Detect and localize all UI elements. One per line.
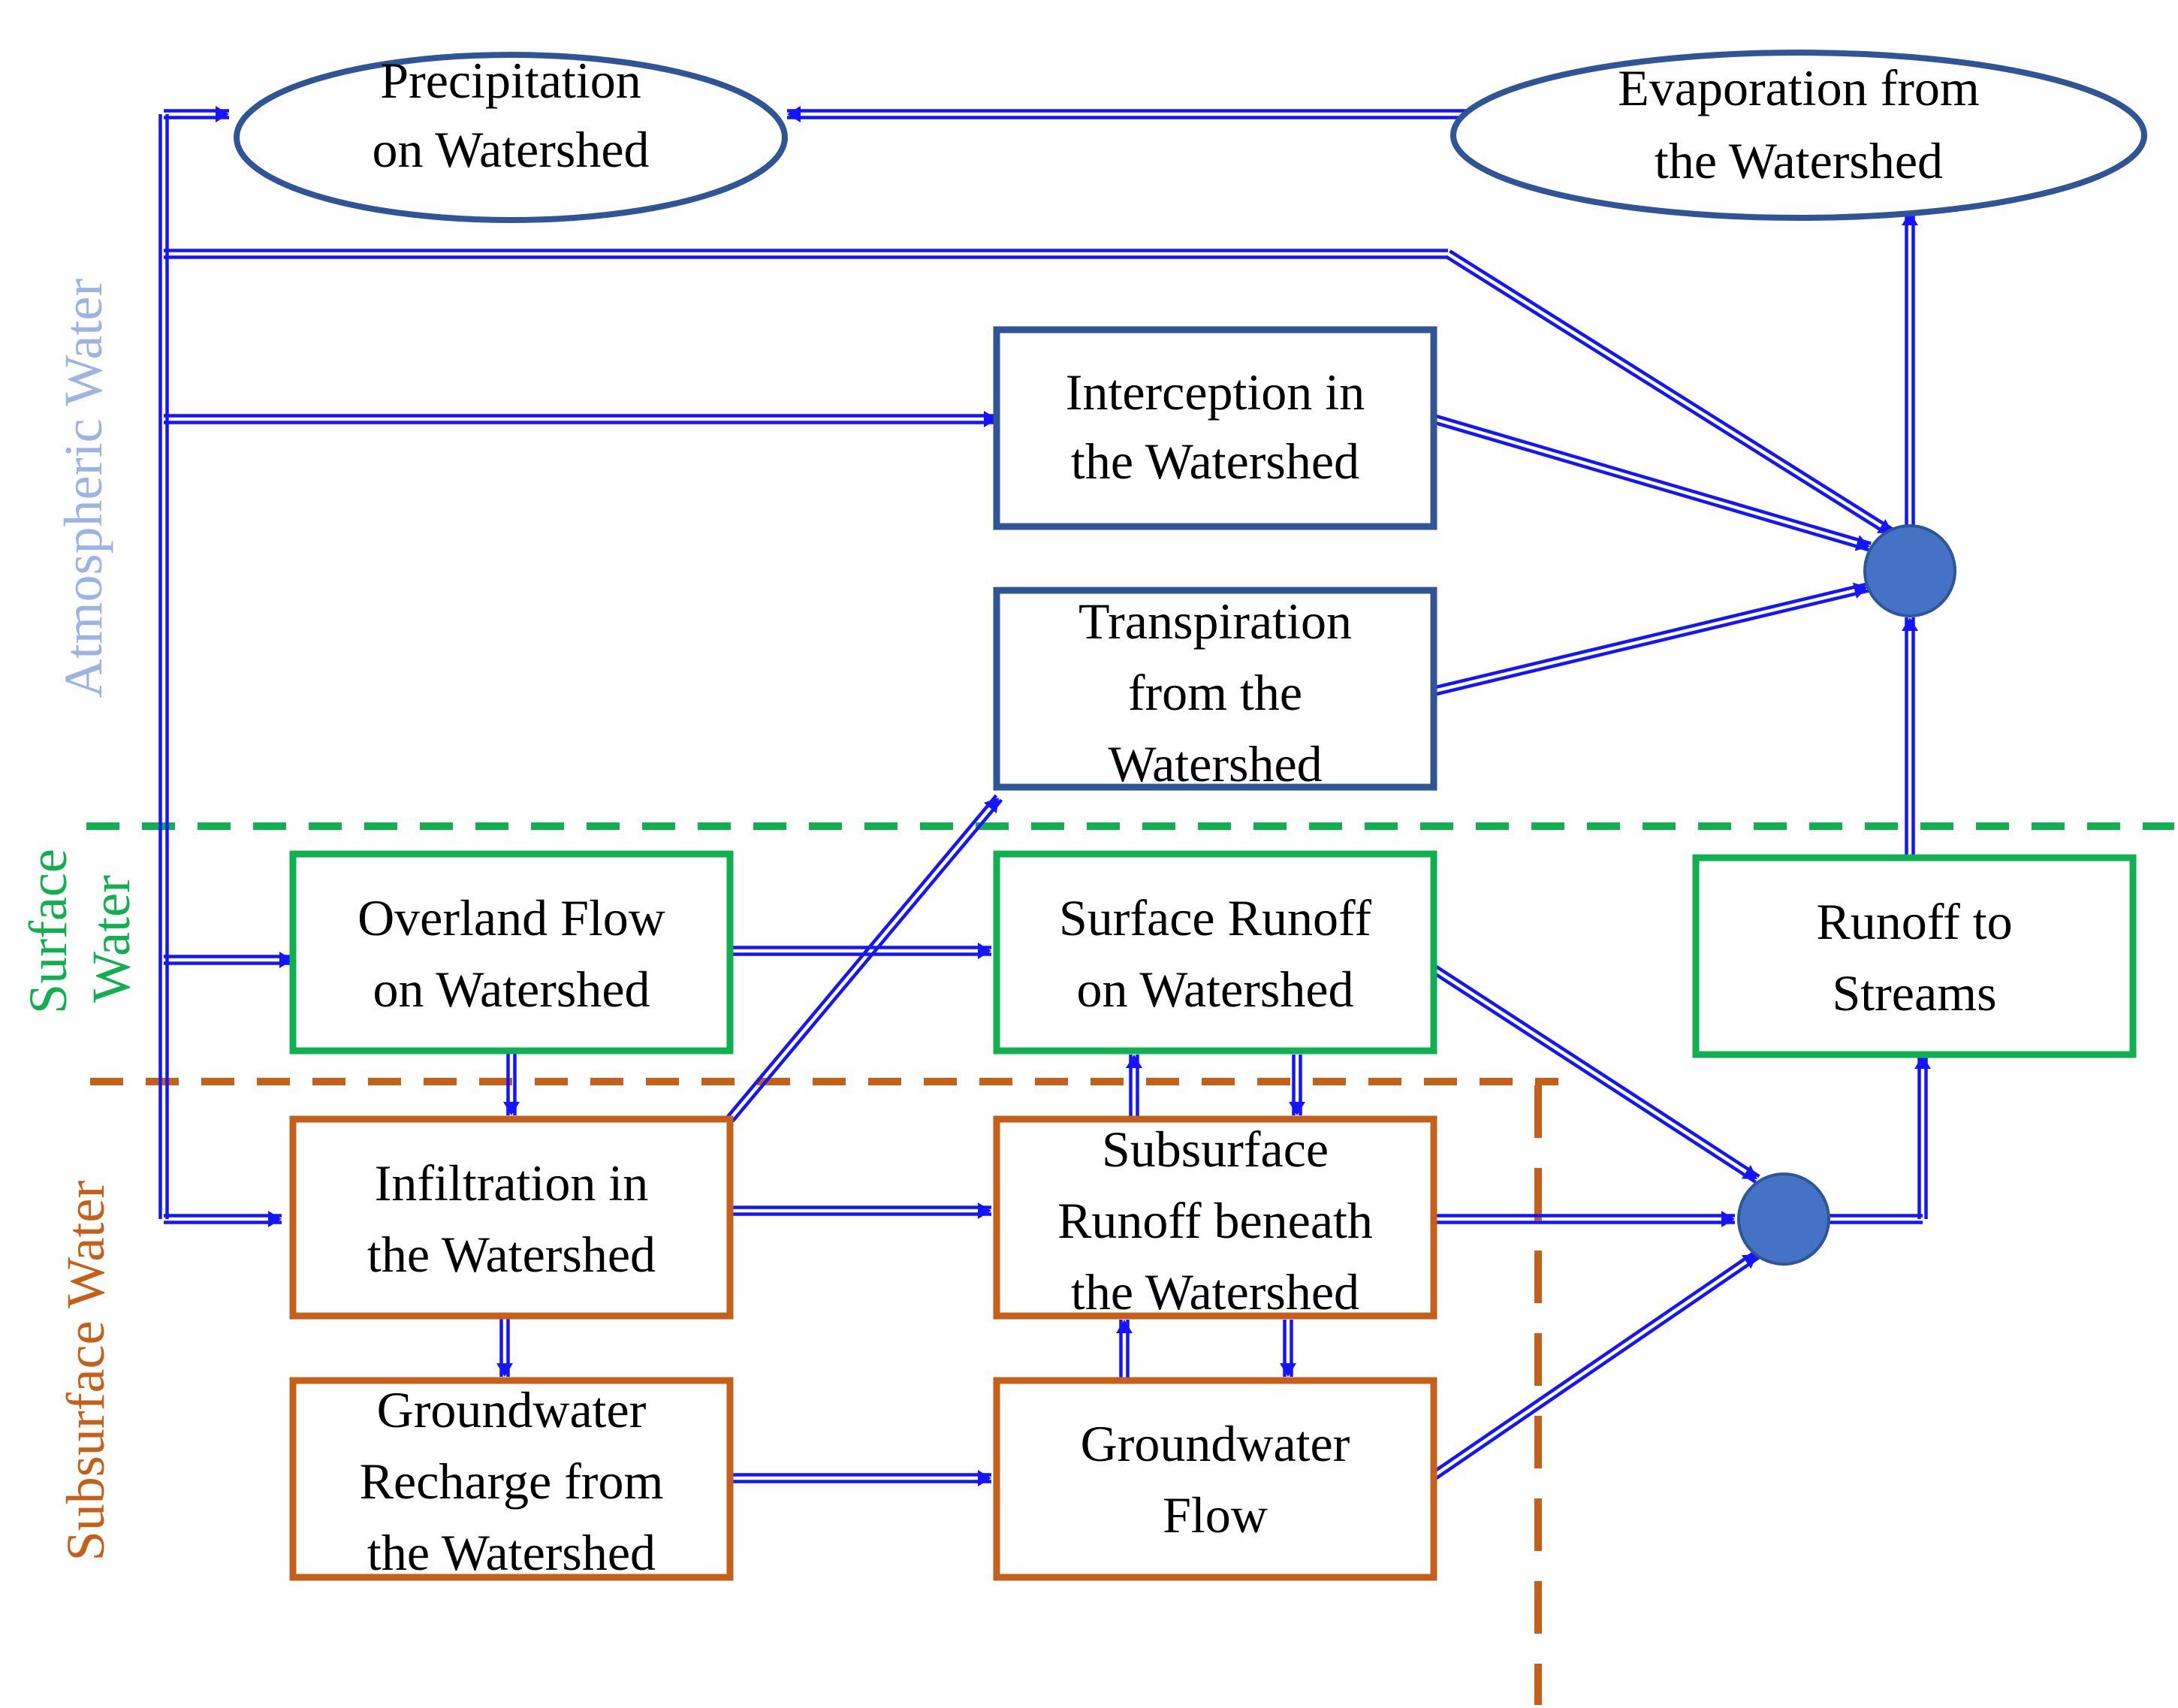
groundwater-recharge-box xyxy=(289,1377,734,1581)
arrow-to-infiltration-seg-0 xyxy=(164,1211,282,1227)
arrow-surface-to-subsurface-seg-0 xyxy=(1289,1055,1305,1115)
interception-box xyxy=(993,326,1437,530)
arrow-groundwater-to-subsurface-seg-0 xyxy=(1116,1320,1133,1381)
surface-runoff-line1: Surface Runoff xyxy=(1059,889,1371,946)
arrow-overland-to-infiltration-seg-0 xyxy=(503,1051,520,1115)
transpiration-line1: Transpiration xyxy=(1078,593,1352,650)
transpiration-box xyxy=(993,587,1437,791)
surface-runoff-box xyxy=(993,850,1437,1055)
arrow-infiltration-to-transpiration-seg-0 xyxy=(725,794,1003,1123)
groundwater-flow-line1: Groundwater xyxy=(1081,1415,1350,1472)
evaporation-line2: the Watershed xyxy=(1655,132,1943,189)
interception-line1: Interception in xyxy=(1066,364,1365,421)
subsurface-runoff-line2: Runoff beneath xyxy=(1057,1192,1373,1249)
overland-flow-line2: on Watershed xyxy=(373,961,650,1018)
zone-label-subsurface: Subsurface Water xyxy=(56,1181,116,1562)
arrow-interception-to-junction-seg-0 xyxy=(1433,414,1872,552)
evaporation-ellipse xyxy=(1450,50,2147,221)
arrow-junction-to-evaporation-seg-0 xyxy=(1902,212,1918,526)
groundwater-flow-line2: Flow xyxy=(1163,1486,1268,1544)
groundwater-flow-box xyxy=(993,1377,1437,1581)
arrow-to-precipitation-seg-0 xyxy=(164,106,229,122)
arrow-direct-evaporation-seg-0 xyxy=(164,249,1448,259)
runoff-streams-line2: Streams xyxy=(1832,964,1996,1021)
subsurface-runoff-line3: the Watershed xyxy=(1071,1263,1359,1320)
runoff-streams-box xyxy=(1692,854,2137,1058)
zone-label-atmospheric: Atmospheric Water xyxy=(53,279,113,699)
subsurface-runoff-line1: Subsurface xyxy=(1102,1121,1329,1178)
subsurface-runoff-box xyxy=(993,1115,1437,1320)
groundwater-recharge-line2: Recharge from xyxy=(360,1453,664,1510)
infiltration-box xyxy=(289,1115,734,1320)
interception-line2: the Watershed xyxy=(1071,433,1359,490)
infiltration-line1: Infiltration in xyxy=(375,1154,648,1212)
infiltration-line2: the Watershed xyxy=(367,1226,656,1283)
arrow-to-interception-seg-0 xyxy=(164,411,997,427)
groundwater-recharge-line1: Groundwater xyxy=(377,1381,647,1438)
arrow-overland-to-surface-runoff-seg-0 xyxy=(730,943,991,959)
precipitation-line1: Precipitation xyxy=(380,52,641,109)
arrow-group xyxy=(158,106,1931,1486)
surface-runoff-line2: on Watershed xyxy=(1076,961,1353,1018)
arrow-transpiration-to-junction-seg-0 xyxy=(1433,582,1869,696)
precipitation-ellipse xyxy=(234,52,788,223)
arrow-streams-to-junction-seg-0 xyxy=(1902,617,1918,856)
arrow-subsurface-to-surface-seg-0 xyxy=(1126,1055,1142,1119)
arrow-recharge-to-groundwater-seg-0 xyxy=(730,1470,991,1486)
precip-trunk xyxy=(158,114,169,1219)
arrow-to-overland-flow-seg-0 xyxy=(164,952,293,968)
transpiration-line3: Watershed xyxy=(1108,735,1322,792)
groundwater-recharge-line3: the Watershed xyxy=(367,1524,656,1581)
arrow-infiltration-to-subsurface-seg-0 xyxy=(730,1203,991,1219)
evaporation-line1: Evaporation from xyxy=(1618,59,1980,116)
precipitation-line2: on Watershed xyxy=(372,121,649,178)
arrow-junction-to-streams-seg-1 xyxy=(1914,1055,1931,1219)
arrow-surface-runoff-to-junction-seg-0 xyxy=(1431,964,1760,1184)
arrow-junction-to-streams-seg-0 xyxy=(1829,1214,1923,1224)
arrow-subsurface-to-groundwater-seg-0 xyxy=(1280,1320,1296,1377)
zone-label-surface-line1: Surface xyxy=(18,849,78,1014)
runoff-junction xyxy=(1737,1172,1830,1266)
arrow-infiltration-to-recharge-seg-0 xyxy=(496,1316,513,1377)
arrow-subsurface-to-junction-seg-0 xyxy=(1434,1211,1735,1227)
transpiration-line2: from the xyxy=(1128,664,1302,721)
overland-flow-box xyxy=(289,850,734,1055)
arrow-groundwater-to-junction-seg-0 xyxy=(1431,1250,1760,1480)
zone-label-surface-line2: Water xyxy=(81,875,141,1003)
overland-flow-line1: Overland Flow xyxy=(357,889,665,946)
evaporation-junction xyxy=(1863,524,1956,617)
runoff-streams-line1: Runoff to xyxy=(1816,893,2012,950)
